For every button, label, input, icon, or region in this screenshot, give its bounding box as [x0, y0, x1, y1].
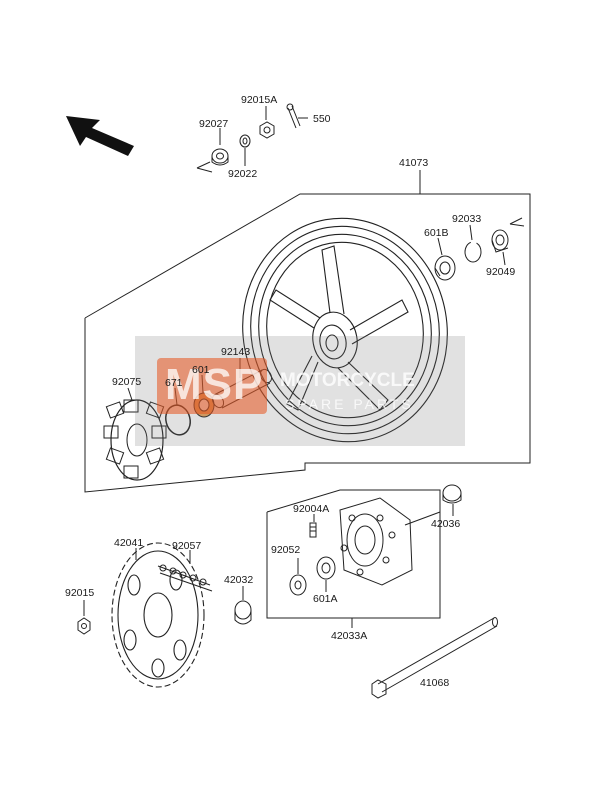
- label-42041: 42041: [114, 537, 144, 549]
- hub-42033A: [339, 497, 441, 586]
- nut-92027: [211, 148, 229, 166]
- label-41068: 41068: [420, 677, 450, 689]
- sprocket-42041: [111, 542, 205, 688]
- collar-42036: [442, 484, 462, 504]
- watermark-line1: MOTORCYCLE: [280, 370, 415, 391]
- hub-group-frame: [266, 489, 441, 619]
- label-92049: 92049: [486, 266, 516, 278]
- seal-92049: [491, 229, 509, 253]
- label-550: 550: [313, 113, 331, 125]
- watermark-logo: [157, 358, 267, 414]
- cotter-pin-550: [286, 103, 301, 129]
- label-41073: 41073: [399, 157, 429, 169]
- bearing-601A: [316, 556, 336, 580]
- label-42033A: 42033A: [331, 630, 368, 642]
- label-92004A: 92004A: [293, 503, 330, 515]
- label-92057: 92057: [172, 540, 202, 552]
- label-601: 601: [192, 364, 210, 376]
- nut-92015: [77, 617, 91, 635]
- label-671: 671: [165, 377, 183, 389]
- damper-92075: [103, 399, 167, 481]
- label-42032: 42032: [224, 574, 254, 586]
- label-92143: 92143: [221, 346, 251, 358]
- watermark-logo-text: MSP: [165, 360, 264, 409]
- chain-link-92057: [157, 564, 213, 592]
- nut-92015A: [259, 121, 275, 139]
- label-92052: 92052: [271, 544, 301, 556]
- rear-wheel-41073: [242, 217, 448, 443]
- label-92033: 92033: [452, 213, 482, 225]
- axle-41068: [371, 617, 498, 699]
- washer-92022: [239, 134, 251, 148]
- label-92015A: 92015A: [241, 94, 278, 106]
- label-92075: 92075: [112, 376, 142, 388]
- label-92022: 92022: [228, 168, 258, 180]
- label-601A: 601A: [313, 593, 338, 605]
- label-601B: 601B: [424, 227, 449, 239]
- washer-92052: [289, 574, 307, 596]
- watermark-line2: SPARE PARTS: [285, 396, 414, 412]
- spacer-42032: [234, 600, 252, 625]
- stud-92004A: [309, 522, 317, 538]
- circlip-92033: [464, 241, 482, 263]
- direction-arrow-icon: [66, 116, 134, 156]
- label-92027: 92027: [199, 118, 229, 130]
- bearing-601B: [434, 255, 456, 281]
- label-92015: 92015: [65, 587, 95, 599]
- label-42036: 42036: [431, 518, 461, 530]
- watermark: MSP MOTORCYCLE SPARE PARTS: [135, 336, 465, 446]
- wheel-group-frame: [84, 193, 531, 493]
